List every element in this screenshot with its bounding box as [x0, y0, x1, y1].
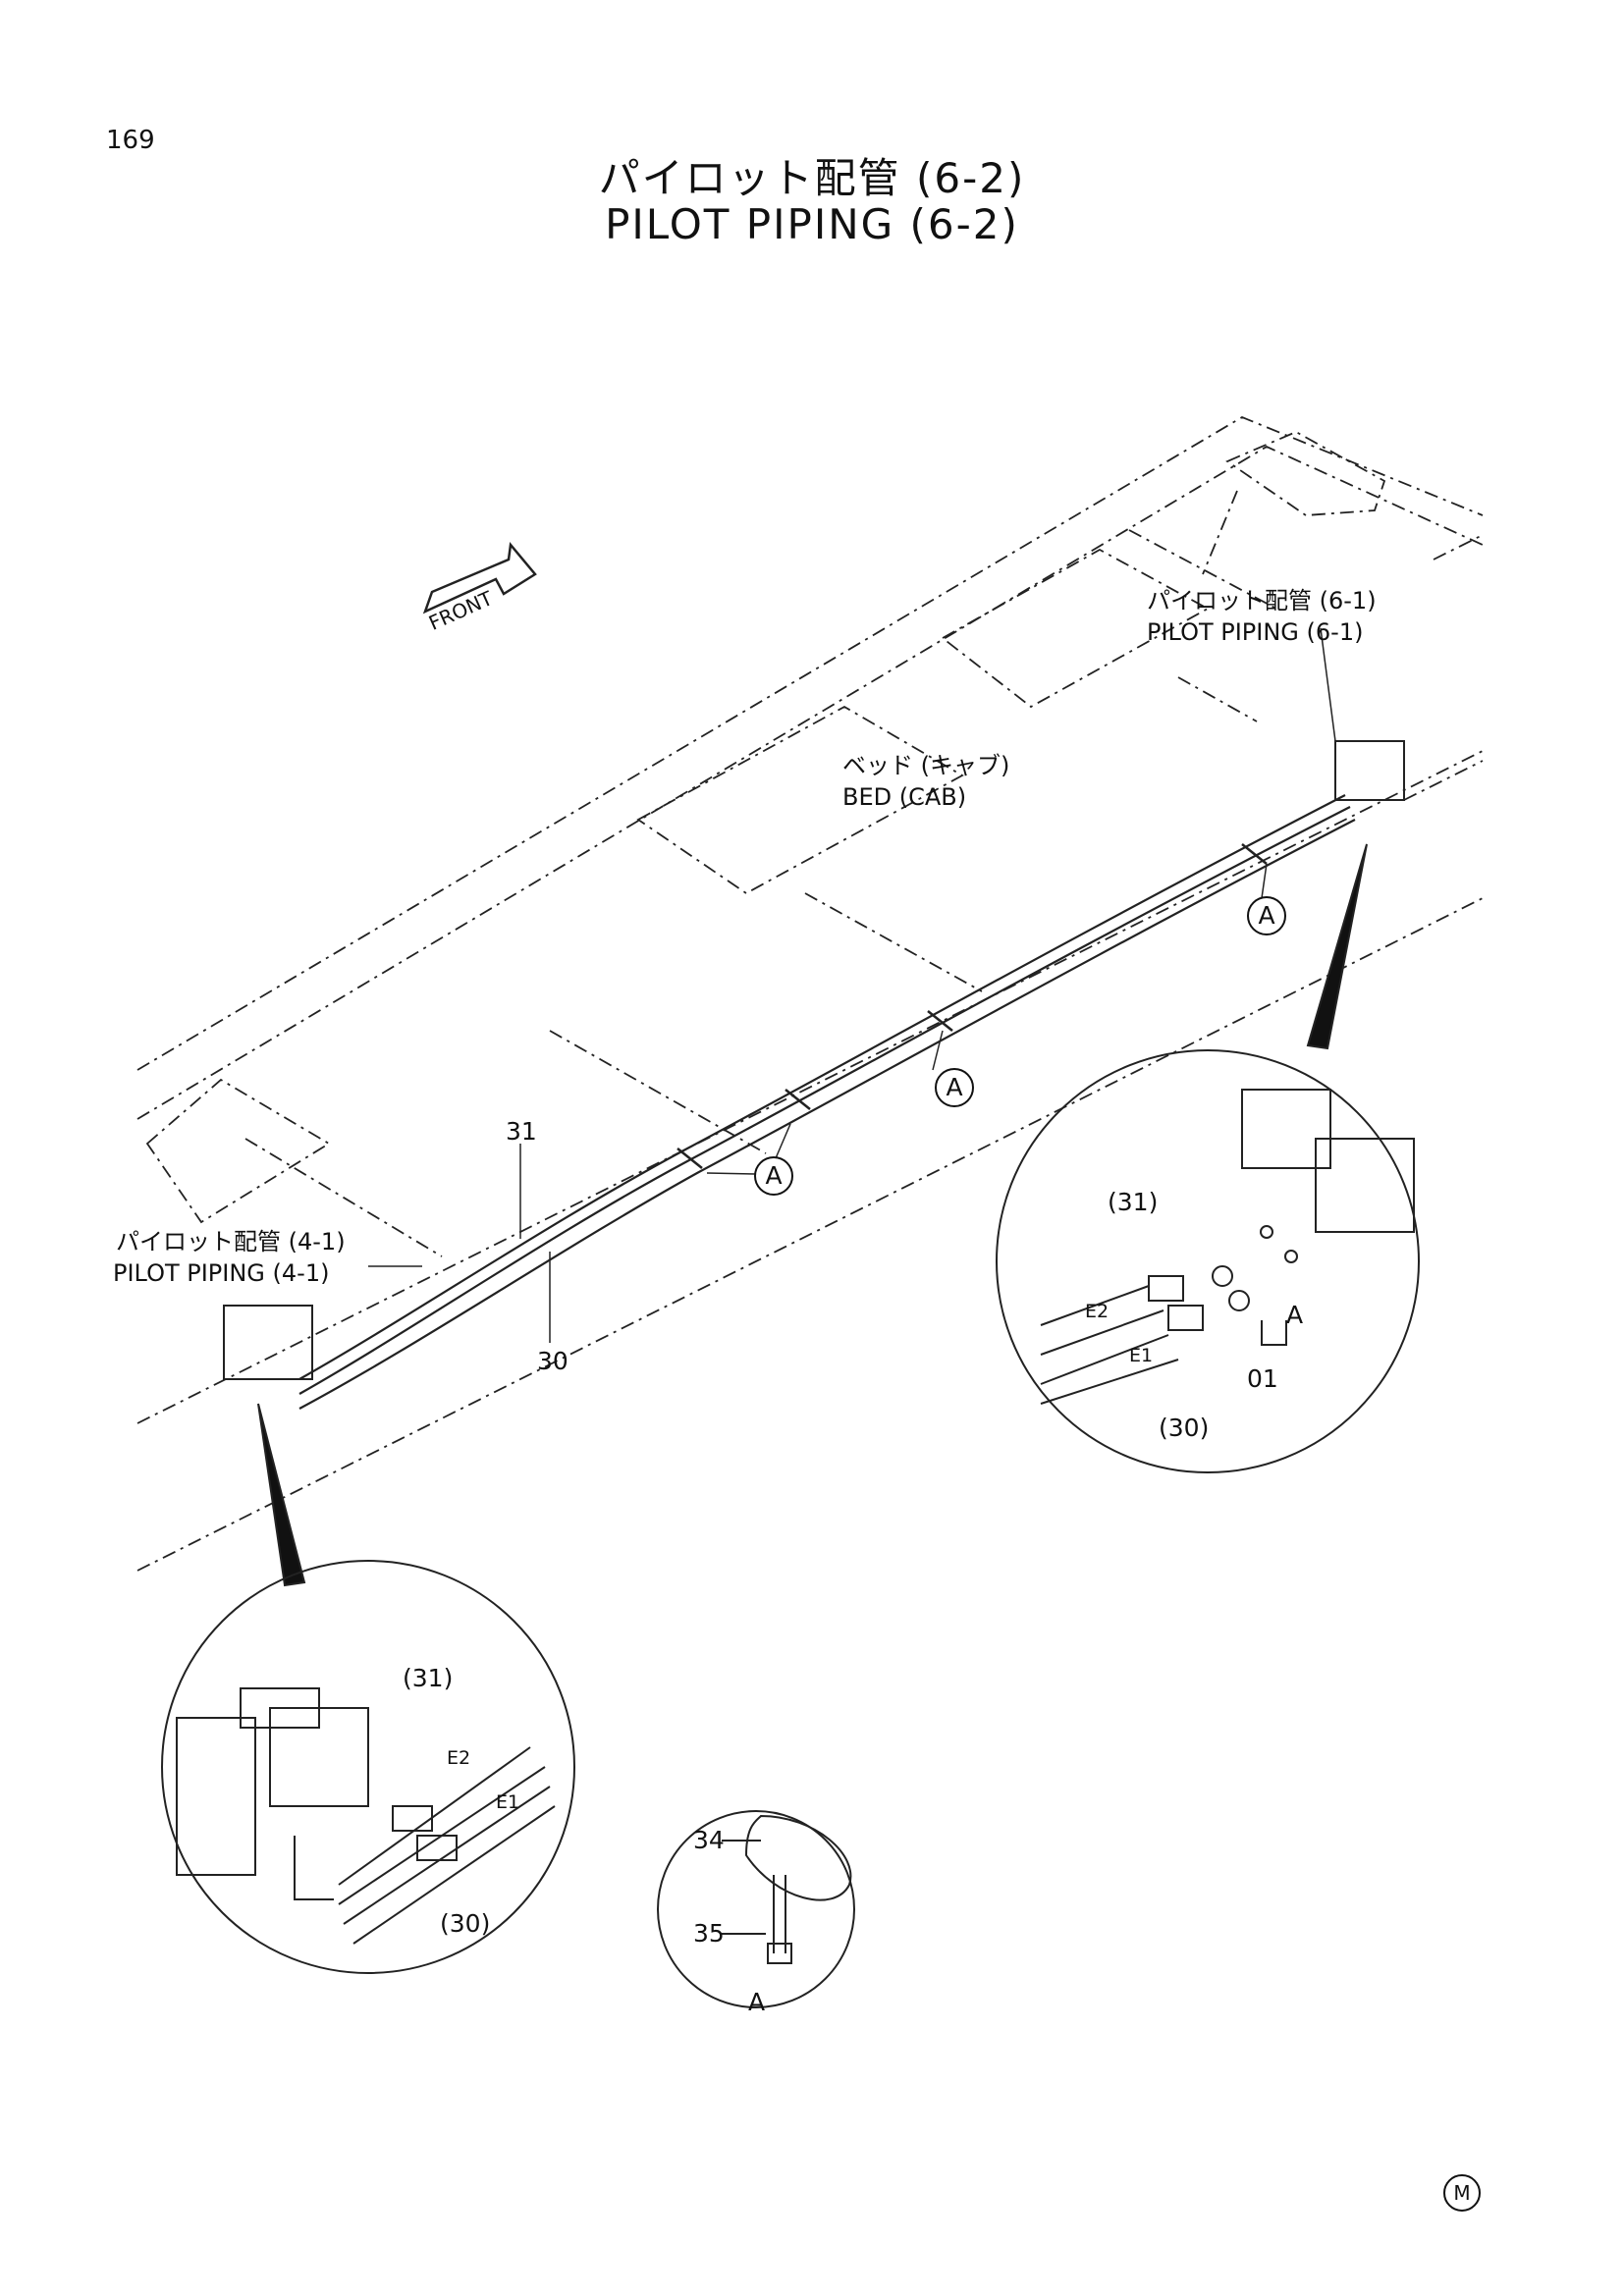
detail-a-label: A — [748, 1988, 766, 2016]
clamp-a-marker: A — [935, 1068, 974, 1107]
detail-right-31: (31) — [1108, 1188, 1159, 1216]
page-number: 169 — [106, 126, 155, 155]
detail-left-31: (31) — [403, 1664, 454, 1692]
bed-label-jp: ベッド (キャブ) — [842, 752, 1010, 779]
clamp-a-marker: A — [754, 1156, 793, 1196]
page-title-jp: パイロット配管 (6-2) — [598, 154, 1026, 202]
detail-right-01: 01 — [1247, 1364, 1278, 1393]
detail-right-e1: E1 — [1129, 1345, 1154, 1366]
cab-bed-frame — [136, 415, 1484, 1572]
detail-wedge-right — [1306, 843, 1368, 1050]
detail-a-35: 35 — [693, 1919, 725, 1948]
pilot-41-label-jp: パイロット配管 (4-1) — [116, 1228, 346, 1255]
callout-31: 31 — [506, 1117, 537, 1146]
detail-right-30: (30) — [1159, 1414, 1210, 1442]
front-arrow-icon — [422, 542, 537, 614]
m-mark: M — [1443, 2174, 1481, 2212]
detail-a-34: 34 — [693, 1826, 725, 1854]
pilot-hoses — [298, 794, 1356, 1410]
detail-circle-left — [161, 1560, 575, 1974]
detail-left-e2: E2 — [447, 1747, 471, 1769]
detail-wedge-left — [257, 1403, 306, 1587]
page-title-en: PILOT PIPING (6-2) — [605, 200, 1019, 248]
pilot-61-label-jp: パイロット配管 (6-1) — [1147, 587, 1377, 614]
detail-circle-a — [657, 1810, 855, 2008]
detail-right-a: A — [1286, 1301, 1304, 1329]
detail-left-30: (30) — [440, 1909, 491, 1938]
pilot-41-label-en: PILOT PIPING (4-1) — [113, 1259, 330, 1287]
detail-circle-right — [996, 1049, 1420, 1473]
clamps — [677, 843, 1268, 1169]
callout-30: 30 — [537, 1347, 568, 1375]
detail-right-e2: E2 — [1085, 1301, 1110, 1322]
detail-left-e1: E1 — [496, 1791, 520, 1813]
pilot-61-label-en: PILOT PIPING (6-1) — [1147, 618, 1364, 646]
leader-lines — [368, 627, 1336, 1343]
clamp-a-marker: A — [1247, 896, 1286, 935]
bed-label-en: BED (CAB) — [842, 783, 967, 811]
